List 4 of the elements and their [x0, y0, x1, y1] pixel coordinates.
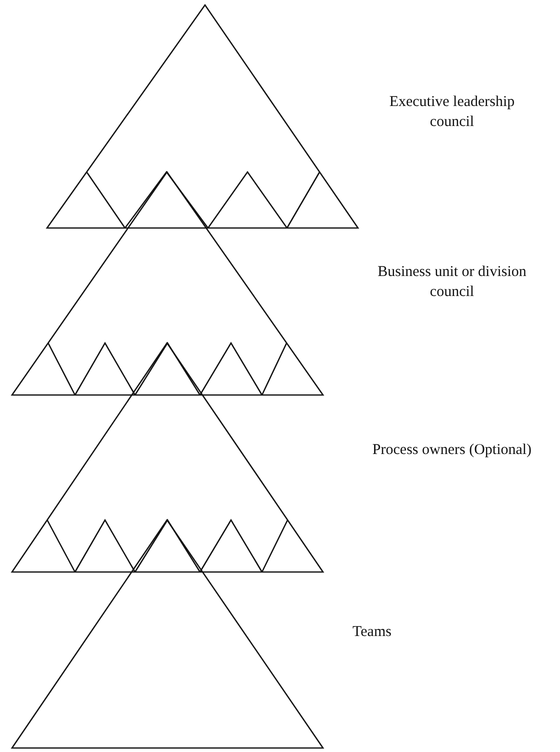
- level-label: Teams: [352, 623, 392, 642]
- level-label: Process owners (Optional): [372, 441, 532, 460]
- level-label: Executive leadership council: [388, 93, 516, 132]
- level-label: Business unit or division council: [376, 263, 528, 302]
